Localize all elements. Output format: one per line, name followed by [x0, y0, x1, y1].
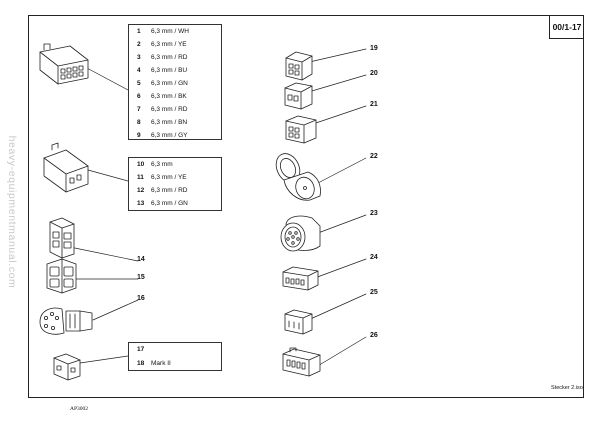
table-row: 4 6,3 mm / BU: [137, 67, 187, 75]
part-number: 13: [137, 200, 145, 207]
connector-16: [39, 307, 93, 335]
part-number: 8: [137, 119, 141, 126]
part-desc: 6,3 mm / RD: [151, 54, 188, 61]
connector-21: [285, 115, 317, 144]
callout-15: 15: [137, 274, 145, 281]
part-desc: 6,3 mm / BN: [151, 119, 188, 126]
table-row: 6 6,3 mm / BK: [137, 93, 187, 101]
table-row: 10 6,3 mm: [137, 161, 173, 169]
connector-14: [49, 217, 75, 259]
callout-24: 24: [370, 254, 378, 261]
connector-23: [280, 215, 321, 252]
table-row: 13 6,3 mm / GN: [137, 200, 188, 208]
part-desc: 6,3 mm / YE: [151, 41, 187, 48]
part-desc: 6,3 mm / GN: [151, 80, 188, 87]
table-row: 11 6,3 mm / YE: [137, 174, 187, 182]
connector-19: [285, 51, 313, 81]
drawing-frame: [28, 15, 584, 398]
connector-25: [284, 309, 313, 335]
leader-lines: [64, 48, 367, 368]
part-desc: Mark II: [151, 360, 171, 367]
part-desc: 6,3 mm / YE: [151, 174, 187, 181]
part-number: 3: [137, 54, 141, 61]
callout-19: 19: [370, 45, 378, 52]
part-desc: 6,3 mm / GY: [151, 132, 188, 139]
part-desc: 6,3 mm / RD: [151, 106, 188, 113]
table-row: 1 6,3 mm / WH: [137, 28, 189, 36]
part-number: 18: [137, 360, 145, 367]
connector-20: [284, 82, 313, 110]
footer-label: Stecker 2.iso: [551, 385, 583, 391]
part-desc: 6,3 mm / WH: [151, 28, 189, 35]
part-number: 9: [137, 132, 141, 139]
table-row: 9 6,3 mm / GY: [137, 132, 187, 140]
table-row: 17: [137, 346, 151, 354]
connector-26: [282, 347, 321, 377]
sheet-id: 00/1-17: [549, 15, 584, 39]
parts-table-2: 10 6,3 mm 11 6,3 mm / YE 12 6,3 mm / RD 13 6…: [128, 157, 222, 211]
callout-16: 16: [137, 295, 145, 302]
table-row: 12 6,3 mm / RD: [137, 187, 187, 195]
reference-code: AP3002: [70, 406, 89, 412]
parts-table-1: 1 6,3 mm / WH 2 6,3 mm / YE 3 6,3 mm / RD 4…: [128, 24, 222, 140]
connector-15: [46, 258, 77, 294]
table-row: 5 6,3 mm / GN: [137, 80, 188, 88]
part-number: 6: [137, 93, 141, 100]
connector-24: [282, 266, 319, 291]
parts-table-3: 17 18 Mark II: [128, 342, 222, 371]
table-row: 18 Mark II: [137, 360, 171, 368]
part-desc: 6,3 mm / GN: [151, 200, 188, 207]
part-number: 17: [137, 346, 145, 353]
part-desc: 6,3 mm / BU: [151, 67, 188, 74]
part-number: 5: [137, 80, 141, 87]
part-desc: 6,3 mm / RD: [151, 187, 188, 194]
connector-9-pin-housing: [39, 43, 89, 85]
callout-21: 21: [370, 101, 378, 108]
part-number: 7: [137, 106, 141, 113]
table-row: 3 6,3 mm / RD: [137, 54, 187, 62]
part-number: 12: [137, 187, 145, 194]
connector-17-18: [53, 353, 81, 381]
callout-22: 22: [370, 153, 378, 160]
part-number: 2: [137, 41, 141, 48]
part-desc: 6,3 mm / BK: [151, 93, 187, 100]
part-number: 11: [137, 174, 144, 181]
connector-22: [275, 153, 321, 201]
part-number: 4: [137, 67, 141, 74]
callout-25: 25: [370, 289, 378, 296]
table-row: 7 6,3 mm / RD: [137, 106, 187, 114]
part-number: 1: [137, 28, 141, 35]
watermark: heavy-equipmentmanual.com: [6, 135, 18, 289]
connector-4-pin-housing: [43, 142, 89, 193]
part-number: 10: [137, 161, 145, 168]
table-row: 8 6,3 mm / BN: [137, 119, 187, 127]
table-row: 2 6,3 mm / YE: [137, 41, 187, 49]
callout-20: 20: [370, 70, 378, 77]
callout-23: 23: [370, 210, 378, 217]
callout-26: 26: [370, 332, 378, 339]
part-desc: 6,3 mm: [151, 161, 173, 168]
callout-14: 14: [137, 256, 145, 263]
